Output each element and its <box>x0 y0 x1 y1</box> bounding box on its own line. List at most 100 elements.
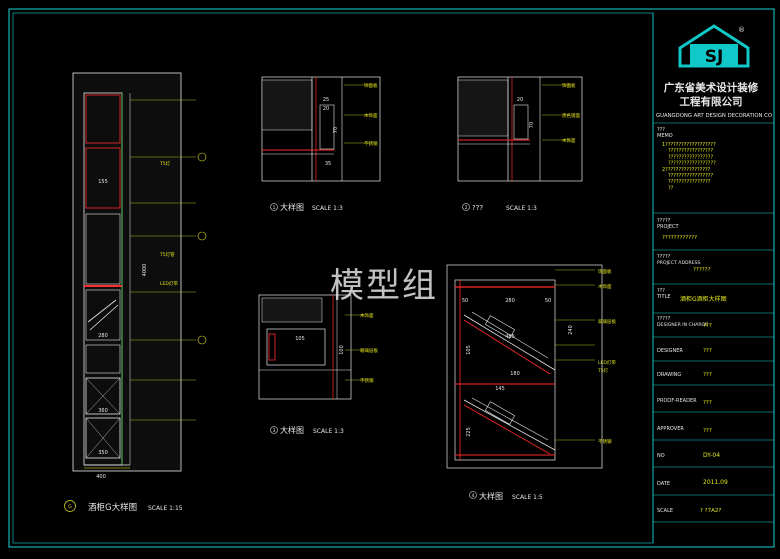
drawing-value: ??? <box>703 372 712 378</box>
view-title-d2: 2 ??? SCALE 1:3 <box>462 203 537 212</box>
dim-d2-b: 70 <box>529 122 535 128</box>
dim-main-h1: 4000 <box>142 264 148 277</box>
label-note-d4-4: 不锈钢 <box>598 438 612 445</box>
label-note-d2-3: 木饰面 <box>562 137 576 144</box>
label-note-d3-2: 玻璃层板 <box>360 347 378 354</box>
logo-letters: SJ <box>705 47 724 67</box>
dim-d4-w3: 50 <box>545 298 551 304</box>
dim-d4-h4: 240 <box>568 325 574 335</box>
svg-text:G: G <box>68 504 72 510</box>
project-value: ???????????? <box>662 235 697 241</box>
approver-label: APPROVER <box>657 426 684 432</box>
outer-frame <box>8 8 775 548</box>
designer-label-cn: ????? <box>657 316 671 322</box>
dim-d4-h6: 105 <box>466 345 472 355</box>
dim-main-w4: 350 <box>98 450 108 456</box>
design-value: ??? <box>703 348 712 354</box>
memo-label-cn: ??? <box>657 127 665 133</box>
svg-text:SCALE 1:3: SCALE 1:3 <box>506 205 537 212</box>
project-label-cn: ????? <box>657 218 671 224</box>
memo-line: ?? <box>668 185 674 191</box>
title-block <box>652 13 774 543</box>
dim-d4-w1: 50 <box>462 298 468 304</box>
label-note-d3-1: 木饰面 <box>360 312 374 319</box>
dim-d3-h1: 100 <box>339 345 345 355</box>
dim-d4-h2: 180 <box>510 371 520 377</box>
scale-label: SCALE <box>657 508 673 514</box>
svg-text:2: 2 <box>465 205 468 211</box>
memo-label-en: MEMO <box>657 133 673 139</box>
memo-line: 1??????????????????? <box>662 142 716 148</box>
svg-text:SCALE 1:5: SCALE 1:5 <box>512 494 543 501</box>
label-note-d1-2: 木饰面 <box>364 112 378 119</box>
dim-d2-a: 20 <box>517 97 523 103</box>
label-t5-main: T5灯管 <box>159 251 175 258</box>
label-note-d4-2: 木饰面 <box>598 283 612 290</box>
title-value: 酒柜G酒柜大样图 <box>680 295 727 303</box>
scale-value: ? ?7A2? <box>700 508 721 514</box>
approver-value: ??? <box>703 428 712 434</box>
dim-d4-h1: 465 <box>505 334 515 340</box>
main-elevation <box>72 72 207 472</box>
label-t5-d4: T5灯 <box>597 367 609 374</box>
dim-main-bottom: 400 <box>96 474 106 480</box>
registered-mark: ® <box>738 26 745 34</box>
dim-d1-b: 20 <box>323 106 329 112</box>
proof-label: PROOF-READER <box>657 398 697 404</box>
svg-text:大样图: 大样图 <box>479 491 503 501</box>
proof-value: ??? <box>703 400 712 406</box>
dimension-labels: 400 360 280 155 350 4000 50 280 50 465 1… <box>96 97 574 480</box>
svg-text:SCALE 1:3: SCALE 1:3 <box>313 428 344 435</box>
label-t5-main2: T5灯 <box>159 160 171 167</box>
dim-d3-w1: 105 <box>295 336 305 342</box>
dim-d1-d: 35 <box>325 161 331 167</box>
detail-3 <box>258 294 365 400</box>
design-label: DESIGNER <box>657 348 683 354</box>
title-label-en: TITLE <box>656 294 671 300</box>
company-name-line1: 广东省美术设计装修 <box>664 81 759 94</box>
svg-text:酒柜G大样图: 酒柜G大样图 <box>88 502 137 513</box>
label-note-d1-3: 不锈钢 <box>364 140 378 147</box>
designer-label-en: DESIGNER IN CHARGE <box>657 322 708 328</box>
memo-line: ????????????????? <box>668 154 713 160</box>
date-label: DATE <box>657 481 670 487</box>
dim-d4-h3: 145 <box>495 386 505 392</box>
dim-main-w1: 360 <box>98 408 108 414</box>
svg-text:3: 3 <box>273 428 276 434</box>
address-label-en: PROJECT ADDRESS <box>657 260 701 266</box>
annotation-labels: LED灯带 T5灯管 T5灯 LED灯带 T5灯 饰面板 木饰面 玻璃层板 不锈… <box>159 82 616 445</box>
no-label: NO <box>657 453 665 459</box>
memo-line: ????????????????? <box>668 148 713 154</box>
view-title-d4: 4 大样图 SCALE 1:5 <box>469 491 543 501</box>
svg-text:大样图: 大样图 <box>280 202 304 212</box>
svg-text:1: 1 <box>273 205 276 211</box>
date-value: 2011.09 <box>703 479 728 486</box>
project-label-en: PROJECT <box>657 224 680 230</box>
title-label-cn: ??? <box>657 288 665 294</box>
view-title-d1: 1 大样图 SCALE 1:3 <box>270 202 343 212</box>
dim-d1-a: 25 <box>323 97 329 103</box>
svg-text:???: ??? <box>472 204 483 212</box>
memo-line: 2????????????????? <box>662 167 711 173</box>
no-value: DY-04 <box>703 452 720 459</box>
svg-text:4: 4 <box>472 493 475 499</box>
memo-line: ????????????????? <box>668 173 713 179</box>
label-led-d4: LED灯带 <box>598 359 616 366</box>
dim-d4-h5: 225 <box>466 427 472 437</box>
svg-text:大样图: 大样图 <box>280 425 304 435</box>
detail-2 <box>457 76 583 182</box>
label-note-d4-3: 玻璃层板 <box>598 318 616 325</box>
label-note-d3-3: 不锈钢 <box>360 377 374 384</box>
label-note-d4-1: 饰面板 <box>598 268 612 275</box>
dim-main-w2: 280 <box>98 333 108 339</box>
dim-d4-w2: 280 <box>505 298 515 304</box>
designer-value: ??? <box>703 323 712 329</box>
label-note-d1-1: 饰面板 <box>364 82 378 89</box>
memo-lines: 1???????????????????????????????????????… <box>662 142 716 191</box>
memo-line: ???????????????? <box>668 179 711 185</box>
company-name-en: GUANGDONG ART DESIGN DECORATION CO <box>656 113 772 119</box>
detail-1 <box>261 76 381 182</box>
view-title-main: G 酒柜G大样图 SCALE 1:15 <box>64 500 183 513</box>
